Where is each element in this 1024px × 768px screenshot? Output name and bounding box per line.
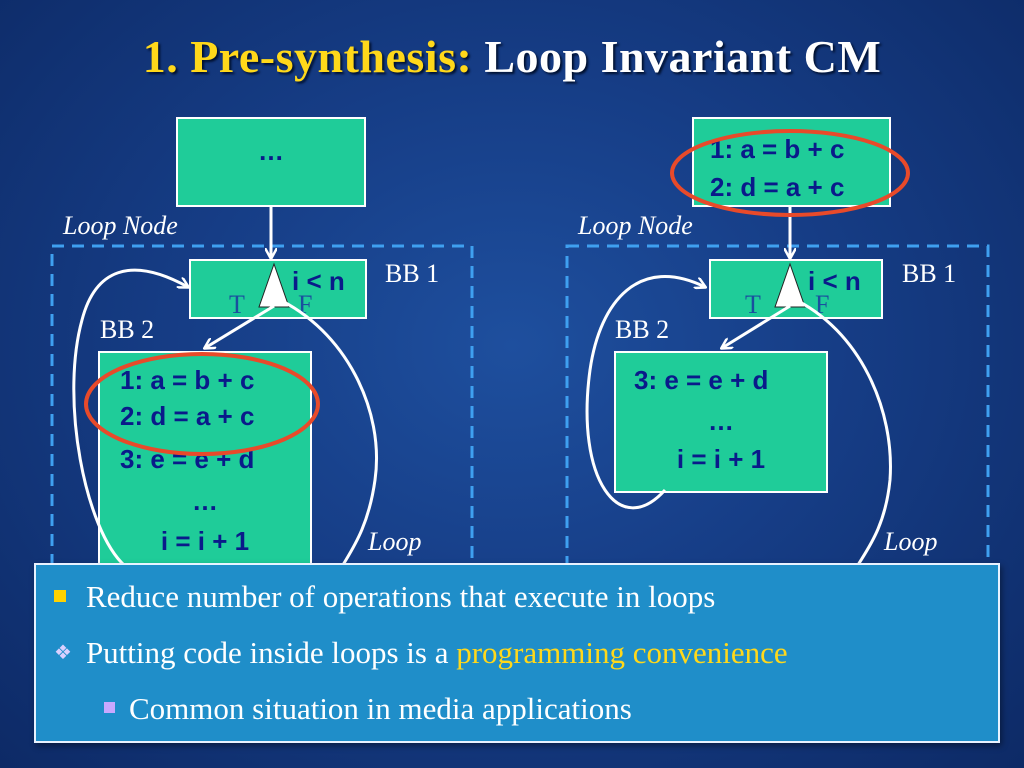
left-invariant-circle: [84, 352, 320, 456]
right-true-label: T: [745, 290, 761, 319]
diamond-bullet-icon: ❖: [54, 642, 72, 664]
square-bullet-icon: [54, 589, 66, 602]
right-true-edge: [722, 304, 791, 348]
right-cond-text: i < n: [808, 266, 861, 296]
left-code-line-4: …: [192, 486, 218, 516]
bullet-3: Common situation in media applications: [104, 691, 632, 727]
right-bb2-label: BB 2: [615, 315, 669, 344]
title-part-1: 1. Pre-synthesis:: [142, 31, 473, 82]
bullet-2: ❖ Putting code inside loops is a programm…: [54, 635, 788, 671]
sub-square-bullet-icon: [104, 702, 115, 714]
left-bb2-node: [98, 351, 312, 568]
left-code-line-3: 3: e = e + d: [120, 444, 254, 474]
left-bb2-label: BB 2: [100, 315, 154, 344]
left-code-line-1: 1: a = b + c: [120, 365, 254, 395]
bullet-1: Reduce number of operations that execute…: [54, 579, 715, 615]
left-bb1-label: BB 1: [385, 259, 439, 288]
bullet-2-highlight: programming convenience: [456, 635, 788, 670]
right-code-line-1: 3: e = e + d: [634, 365, 768, 395]
right-false-label: F: [815, 290, 829, 319]
left-top-node: [176, 117, 366, 207]
left-loop-label: Loop: [367, 527, 421, 556]
right-bb1-label: BB 1: [902, 259, 956, 288]
left-top-node-text: …: [258, 136, 284, 166]
right-back-edge: [585, 275, 705, 510]
right-hoisted-circle: [670, 129, 910, 217]
bullet-2-text: Putting code inside loops is a: [85, 635, 457, 670]
bullet-3-text: Common situation in media applications: [129, 691, 632, 726]
left-true-edge: [205, 304, 275, 348]
left-code-line-5: i = i + 1: [161, 526, 249, 556]
right-top-code-line-1: 1: a = b + c: [710, 134, 844, 164]
left-true-label: T: [229, 290, 245, 319]
left-code-line-2: 2: d = a + c: [120, 401, 254, 431]
left-loop-node-label: Loop Node: [62, 211, 178, 240]
slide-title: 1. Pre-synthesis: Loop Invariant CM: [0, 30, 1024, 83]
left-back-edge: [72, 268, 188, 568]
bullet-panel: Reduce number of operations that execute…: [34, 563, 1000, 743]
right-false-edge: [791, 296, 892, 571]
left-false-edge: [275, 296, 378, 571]
right-code-line-2: …: [708, 406, 734, 436]
right-bb2-node: [614, 351, 828, 493]
title-part-2: Loop Invariant CM: [484, 31, 882, 82]
right-loop-node-label: Loop Node: [577, 211, 693, 240]
right-code-line-3: i = i + 1: [677, 444, 765, 474]
right-loop-label: Loop: [883, 527, 937, 556]
bullet-1-text: Reduce number of operations that execute…: [86, 579, 716, 614]
right-top-code-line-2: 2: d = a + c: [710, 172, 844, 202]
left-cond-text: i < n: [292, 266, 345, 296]
